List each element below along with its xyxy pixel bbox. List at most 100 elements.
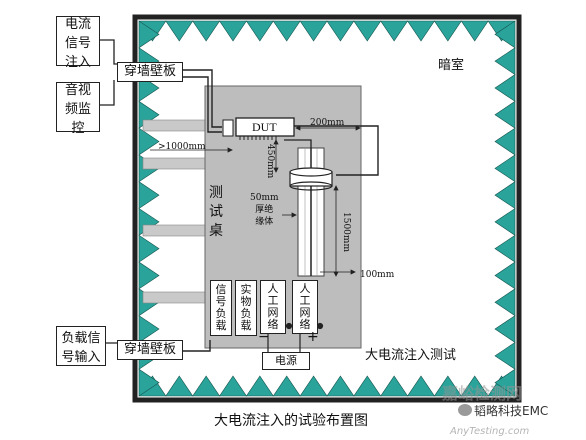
absorber-cone — [245, 20, 274, 42]
real-load-char-3: 负 — [240, 307, 252, 320]
signal-load-char-3: 负 — [215, 307, 227, 320]
absorber-cone — [353, 20, 382, 42]
absorber-cone — [494, 20, 516, 49]
absorber-cone — [407, 20, 435, 42]
av-monitor-line-2: 频监 — [64, 101, 91, 117]
absorber-cone — [272, 20, 301, 42]
lisn-1-char-4: 络 — [267, 318, 279, 331]
absorber-cone — [138, 234, 160, 263]
insulation-line-2: 厚绝 — [255, 205, 274, 215]
real-load-char-1: 实 — [240, 283, 252, 296]
absorber-cone — [460, 20, 489, 42]
insulation-label: 50mm 厚绝 缘体 — [250, 192, 279, 228]
absorber-cone — [245, 375, 274, 397]
lisn-1-char-3: 网 — [267, 306, 279, 319]
av-monitor-box: 音视 频监 控 — [56, 82, 100, 136]
absorber-cone — [494, 341, 516, 370]
dim-1500mm: 1500mm — [341, 212, 351, 252]
lisn-2-char-4: 络 — [299, 318, 311, 331]
absorber-cone — [407, 375, 435, 397]
absorber-cone — [494, 234, 516, 263]
absorber-cone — [494, 368, 516, 397]
signal-load-char-4: 载 — [215, 319, 227, 332]
real-load-char-4: 载 — [240, 319, 252, 332]
absorber-cone — [138, 368, 160, 397]
absorber-cone — [165, 20, 194, 42]
absorber-cone — [433, 375, 462, 397]
lisn-1-box: 人 工 网 络 — [260, 280, 286, 334]
test-table-label: 测 试 桌 — [209, 184, 223, 241]
real-load-box: 实 物 负 载 — [235, 280, 257, 336]
absorber-cone — [494, 154, 516, 183]
absorber-cone — [192, 20, 221, 42]
absorber-cone — [299, 375, 328, 397]
lisn-2-box: 人 工 网 络 — [292, 280, 318, 334]
real-load-char-2: 物 — [240, 295, 252, 308]
absorber-cone — [494, 127, 516, 156]
absorber-cone — [219, 20, 247, 42]
absorber-cone — [353, 375, 382, 397]
absorber-cone — [380, 20, 409, 42]
absorber-cone — [326, 375, 355, 397]
lisn-1-char-2: 工 — [267, 294, 279, 307]
wechat-icon — [458, 404, 472, 416]
plus-terminal: + — [307, 329, 319, 345]
dim-100mm: 100mm — [360, 270, 395, 280]
test-table-char-3: 桌 — [209, 223, 223, 239]
test-table-char-2: 试 — [209, 204, 223, 220]
dut-pins — [239, 136, 277, 140]
power-supply-label: 电源 — [275, 354, 297, 367]
absorber-cone — [272, 375, 301, 397]
current-injection-line-2: 信号 — [64, 35, 91, 51]
test-type-label: 大电流注入测试 — [365, 348, 457, 363]
signal-load-box: 信 号 负 载 — [210, 280, 232, 336]
dim-450mm: 450mm — [265, 144, 275, 179]
feedthrough-bottom-label: 穿墙壁板 — [123, 342, 176, 357]
av-monitor-line-1: 音视 — [64, 82, 91, 98]
dut-box — [235, 117, 295, 137]
cable-shelves — [142, 119, 208, 304]
absorber-cone — [494, 207, 516, 236]
absorber-cone — [433, 20, 462, 42]
current-injection-line-3: 注入 — [64, 54, 91, 70]
absorber-cone — [494, 100, 516, 129]
signal-load-char-1: 信 — [215, 283, 227, 296]
av-monitor-line-3: 控 — [71, 120, 85, 136]
feedthrough-top-label: 穿墙壁板 — [123, 64, 176, 79]
chamber-title: 暗室 — [438, 58, 465, 73]
insulation-thickness: 50mm — [250, 193, 279, 203]
internal-cables — [182, 69, 379, 352]
absorber-cone — [460, 375, 489, 397]
lisn-2-char-2: 工 — [299, 294, 311, 307]
external-cables — [100, 39, 117, 344]
absorber-cone — [138, 20, 160, 49]
absorber-cone — [138, 261, 160, 290]
watermark-site: 嘉峪检测网 — [442, 384, 523, 403]
load-signal-line-2: 号输入 — [61, 350, 101, 365]
insulation-line-3: 缘体 — [255, 217, 274, 227]
absorber-cone — [165, 375, 194, 397]
load-signal-line-1: 负载信 — [61, 331, 101, 346]
watermark-brand: 韬略科技EMC — [474, 404, 549, 418]
absorber-cone — [299, 20, 328, 42]
dimension-lines — [150, 125, 361, 277]
feedthrough-panel-top: 穿墙壁板 — [117, 62, 183, 82]
minus-terminal: − — [258, 329, 270, 345]
feedthrough-panel-bottom: 穿墙壁板 — [117, 340, 183, 360]
absorber-cone — [326, 20, 355, 42]
load-signal-box: 负载信 号输入 — [56, 326, 106, 366]
absorber-cone — [494, 261, 516, 290]
test-table-char-1: 测 — [209, 185, 223, 201]
absorber-cone — [494, 315, 516, 343]
lisn-2-char-1: 人 — [299, 282, 311, 295]
absorber-cone — [138, 181, 160, 210]
absorber-cone — [138, 315, 160, 343]
dut-connector — [222, 119, 234, 137]
injection-probe — [289, 167, 333, 191]
absorber-cone — [138, 127, 160, 156]
current-injection-box: 电流 信号 注入 — [56, 16, 100, 70]
absorber-cone — [494, 47, 516, 76]
watermark-url: AnyTesting.com — [450, 426, 530, 437]
dim-200mm: 200mm — [310, 118, 345, 128]
